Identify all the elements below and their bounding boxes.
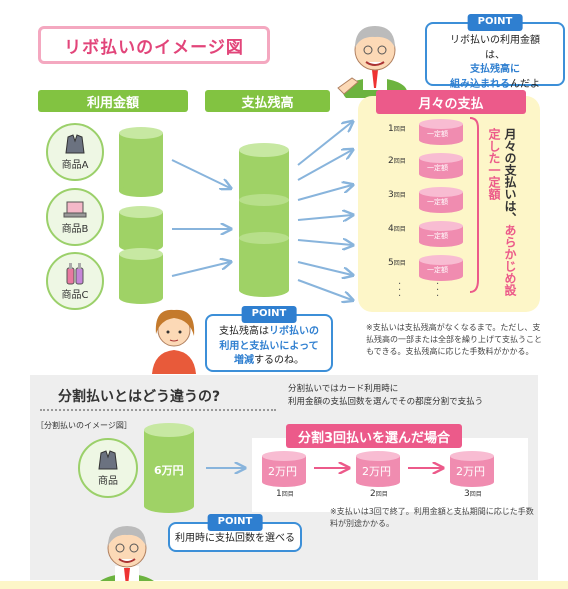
fan-arrows [297, 122, 352, 300]
split-tag: 分割3回払いを選んだ場合 [286, 424, 462, 448]
vertical-text-prefix: 月々の支払いは、 [503, 128, 517, 224]
footer-strip [0, 581, 568, 589]
installment-row-3: 3回目 [388, 190, 406, 200]
ellipsis: ··· [436, 279, 440, 302]
point2-highlight: リボ払いの [269, 326, 319, 337]
point2-highlight-2: 利用と支払いによって [219, 340, 319, 352]
point3-text: 利用時に支払回数を選べる [175, 533, 295, 544]
point-tag: POINT [207, 514, 263, 531]
installment-row-2: 2回目 [388, 156, 406, 166]
laptop-icon [63, 201, 87, 218]
balance-cylinder [239, 143, 289, 297]
split-cylinder-3 [450, 451, 494, 487]
fixed-amount-label: 一定額 [427, 266, 448, 274]
bottles-icon [66, 263, 84, 285]
monthly-label: 月々の支払 [376, 90, 526, 114]
split-cylinder-1 [262, 451, 306, 487]
point1-suffix: んだよ [510, 78, 540, 90]
ellipsis: ··· [398, 279, 402, 302]
total-amount: 6万円 [154, 464, 184, 477]
product-b: 商品B [46, 188, 104, 246]
arrow [171, 262, 230, 277]
installment-row-5: 5回目 [388, 258, 406, 268]
point2-text: 支払残高は [219, 326, 269, 337]
split-count-3: 3回目 [464, 489, 482, 499]
point-tag: POINT [467, 14, 523, 31]
product-c-label: 商品C [61, 290, 89, 301]
split-amount-1: 2万円 [268, 465, 297, 478]
point2-highlight-3: 増減 [234, 355, 254, 366]
suit-jacket-icon [98, 450, 118, 470]
section2-desc-line-1: 分割払いではカード利用時に [288, 384, 399, 394]
point-callout-1: POINT リボ払いの利用金額は、 支払残高に 組み込まれるんだよ [425, 14, 565, 90]
fixed-amount-label: 一定額 [427, 198, 448, 206]
old-man-illustration [337, 26, 407, 98]
split-amount-3: 2万円 [456, 465, 485, 478]
product-b-label: 商品B [61, 224, 89, 235]
fixed-amount-label: 一定額 [427, 164, 448, 172]
suit-jacket-icon [65, 134, 85, 154]
arrow [171, 159, 230, 188]
installment-note: ※支払いは3回で終了。利用金額と支払期間に応じた手数料が別途かかる。 [330, 507, 534, 528]
fixed-amount-label: 一定額 [427, 130, 448, 138]
point1-highlight-2: 組み込まれる [450, 78, 510, 90]
product-a: 商品A [46, 123, 104, 181]
usage-cylinder-a [119, 127, 163, 197]
section2-sublabel: ［分割払いのイメージ図］ [36, 421, 132, 430]
split-count-2: 2回目 [370, 489, 388, 499]
product-a-label: 商品A [61, 160, 89, 171]
point2-suffix: するのね。 [254, 355, 304, 366]
product-c: 商品C [46, 252, 104, 310]
point-callout-3: POINT 利用時に支払回数を選べる [168, 514, 302, 552]
revolving-note: ※支払いは支払残高がなくなるまで。ただし、支払残高の一部または全部を繰り上げて支… [366, 323, 542, 356]
installment-cylinders [419, 119, 463, 281]
old-man-illustration-2 [93, 526, 161, 589]
point1-text: リボ払いの利用金額は、 [450, 35, 540, 61]
balance-label: 支払残高 [205, 90, 330, 112]
split-count-1: 1回目 [276, 489, 294, 499]
section2-product-label: 商品 [98, 476, 118, 487]
diagram-title: リボ払いのイメージ図 [38, 26, 270, 64]
usage-cylinder-c [119, 248, 163, 304]
bracket [469, 117, 479, 293]
split-cylinder-2 [356, 451, 400, 487]
usage-label: 利用金額 [38, 90, 188, 112]
section2-desc: 分割払いではカード利用時に 利用金額の支払回数を選んでその都度分割で支払う [288, 383, 483, 409]
point-callout-2: POINT 支払残高はリボ払いの 利用と支払いによって 増減するのね。 [205, 306, 333, 372]
split-amount-2: 2万円 [362, 465, 391, 478]
installment-row-4: 4回目 [388, 224, 406, 234]
monthly-vertical-text: 月々の支払いは、あらかじめ設定した一定額 [486, 128, 518, 298]
divider [40, 409, 276, 411]
vertical-text-highlight: あらかじめ設定した一定額 [487, 128, 517, 296]
section2-desc-line-2: 利用金額の支払回数を選んでその都度分割で支払う [288, 396, 484, 407]
point1-highlight: 支払残高に [470, 64, 520, 75]
fixed-amount-label: 一定額 [427, 232, 448, 240]
section2-title: 分割払いとはどう違うの? [58, 389, 221, 405]
total-cylinder [144, 423, 194, 513]
section2-product: 商品 [78, 438, 138, 498]
girl-illustration [152, 309, 196, 374]
point-tag: POINT [241, 306, 297, 323]
installment-row-1: 1回目 [388, 124, 406, 134]
